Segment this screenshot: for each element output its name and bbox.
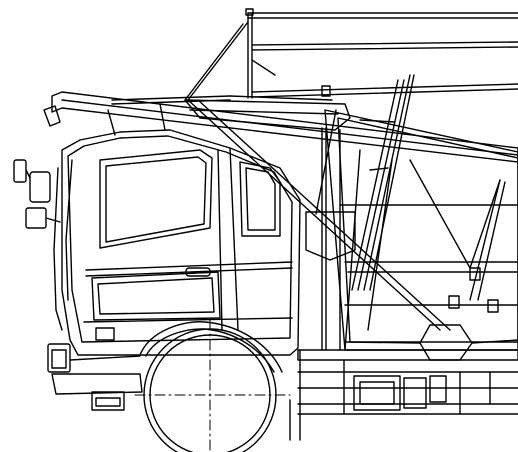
headlight — [47, 327, 115, 373]
side-window — [239, 161, 281, 237]
door — [91, 271, 221, 321]
wheel-centerline — [134, 319, 291, 452]
front-wheel — [139, 321, 283, 452]
chassis-frame — [289, 349, 518, 441]
upper-boom — [43, 91, 518, 163]
door-handle — [185, 267, 211, 277]
side-mirror — [13, 159, 61, 229]
windshield — [99, 149, 213, 249]
cross-brace — [184, 99, 451, 351]
roof-rack-rails — [184, 8, 518, 101]
cab — [53, 103, 301, 356]
mast-ladder — [321, 74, 415, 291]
front-bumper — [51, 355, 143, 411]
